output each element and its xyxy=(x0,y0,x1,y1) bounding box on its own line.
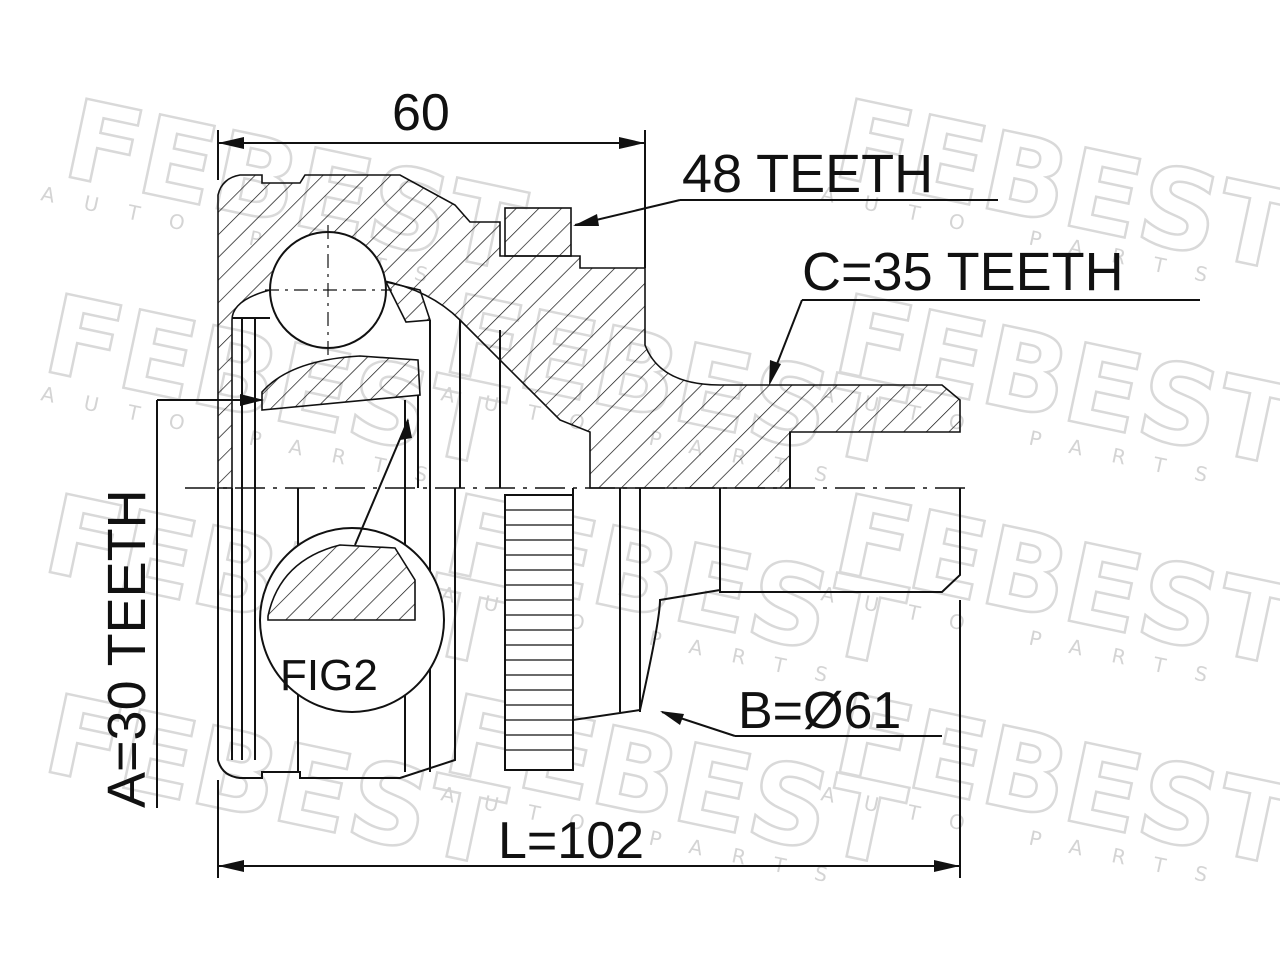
fig2-label: FIG2 xyxy=(280,651,378,700)
dimension-width: 60 xyxy=(217,84,646,268)
joint-upper-section xyxy=(217,174,961,489)
outer-teeth-label: 48 TEETH xyxy=(682,144,933,204)
spline-a-label: A=30 TEETH xyxy=(97,489,157,808)
callout-spline-a: A=30 TEETH xyxy=(97,394,264,808)
spline-c-label: C=35 TEETH xyxy=(802,242,1124,302)
callout-diameter-b: B=Ø61 xyxy=(660,682,942,740)
dimension-length-label: L=102 xyxy=(498,812,644,870)
diameter-b-label: B=Ø61 xyxy=(738,682,901,740)
dimension-length: L=102 xyxy=(217,600,961,878)
fig2-detail: FIG2 xyxy=(259,418,445,713)
callout-outer-teeth: 48 TEETH xyxy=(573,144,998,226)
callout-spline-c: C=35 TEETH xyxy=(769,242,1200,386)
dimension-width-label: 60 xyxy=(392,84,450,142)
abs-ring-teeth xyxy=(505,509,573,751)
